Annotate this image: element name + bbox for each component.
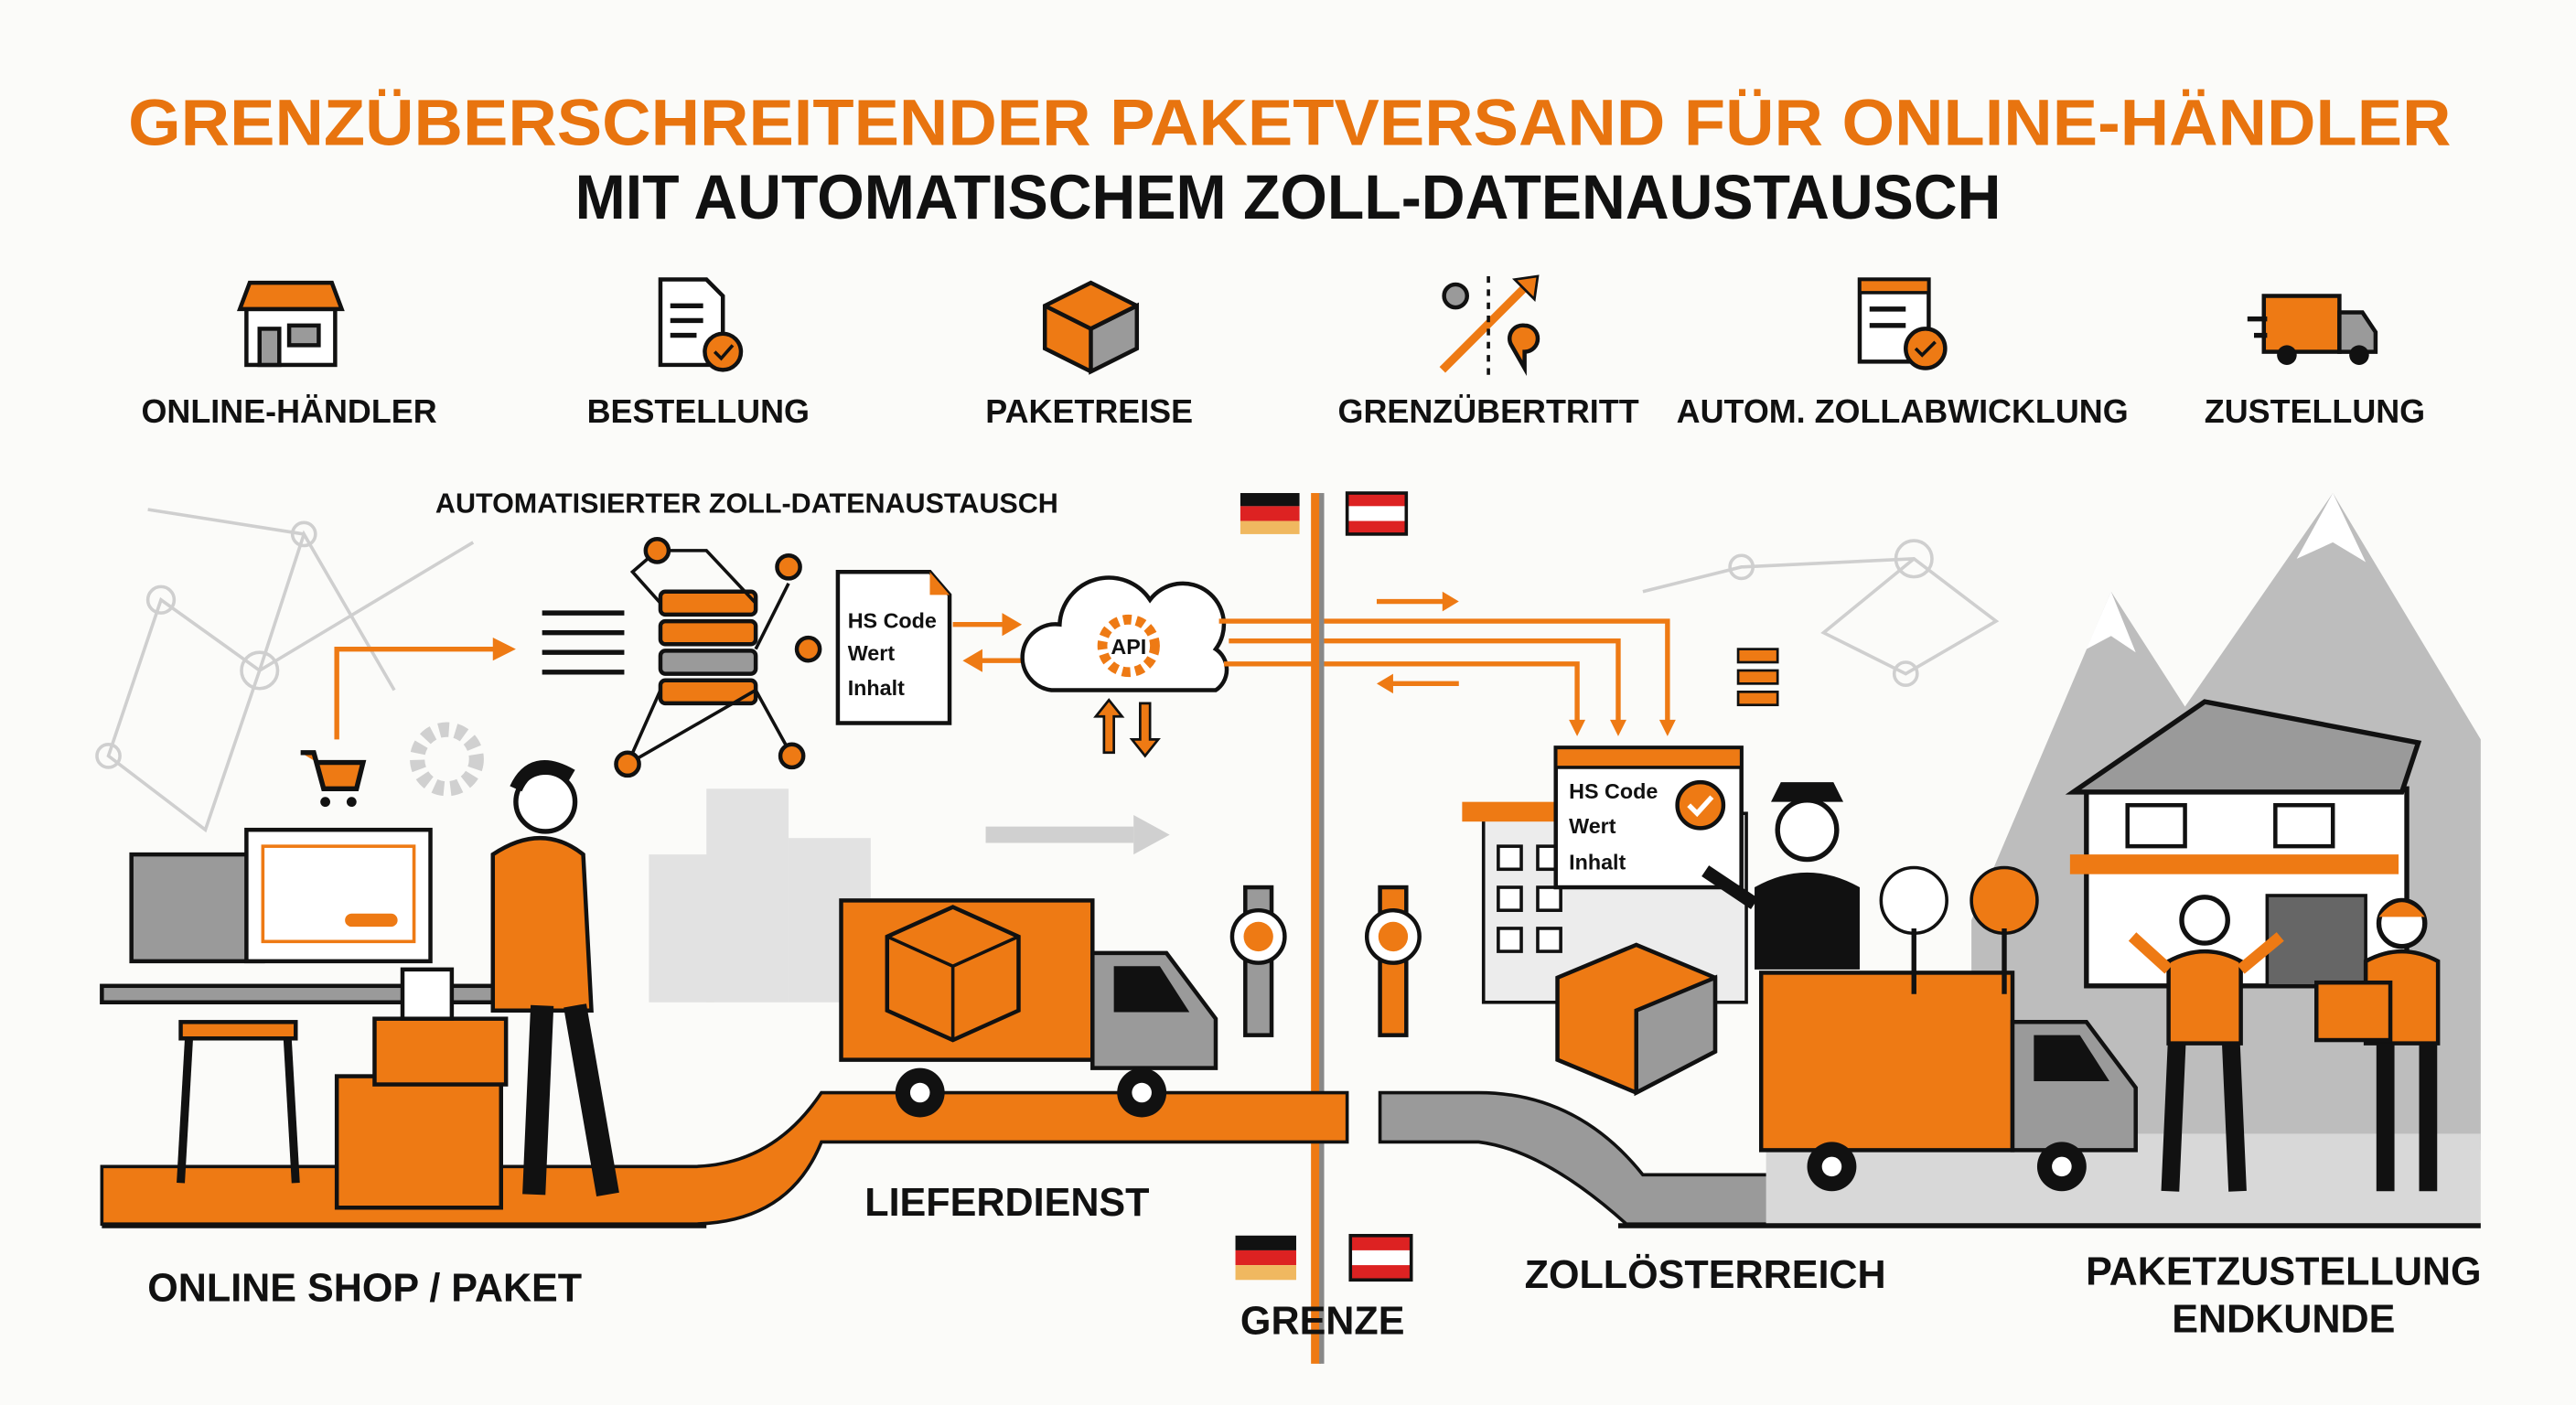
customer-woman xyxy=(2128,895,2284,1192)
sync-arrows-icon xyxy=(1093,698,1161,758)
packages-stack xyxy=(334,967,509,1210)
shop-icon xyxy=(236,280,345,368)
trees xyxy=(1879,865,2039,994)
step-label-online-haendler: ONLINE-HÄNDLER xyxy=(142,392,437,430)
flag-germany-bottom xyxy=(1235,1235,1296,1281)
house xyxy=(2065,699,2422,989)
customs-screen: HS Code Wert Inhalt xyxy=(1553,745,1744,890)
svg-text:HS Code: HS Code xyxy=(1569,779,1658,803)
step-label-zollabwicklung: AUTOM. ZOLLABWICKLUNG xyxy=(1677,392,2129,430)
customs-package xyxy=(1555,942,1718,1097)
step-label-paketreise: PAKETREISE xyxy=(985,392,1193,430)
city-skyline xyxy=(649,788,871,1003)
border-line xyxy=(1311,493,1321,1364)
courier xyxy=(2314,897,2441,1192)
label-lieferdienst: LIEFERDIENST xyxy=(864,1181,1149,1225)
gear-icon xyxy=(410,722,484,797)
step-label-zustellung: ZUSTELLUNG xyxy=(2205,392,2425,430)
api-cloud: API xyxy=(1020,575,1229,692)
customs-officer xyxy=(1701,782,1860,970)
package-icon xyxy=(1042,280,1140,375)
svg-text:Inhalt: Inhalt xyxy=(848,676,905,700)
svg-text:Wert: Wert xyxy=(848,641,896,665)
step-label-bestellung: BESTELLUNG xyxy=(587,392,810,430)
delivery-truck-2 xyxy=(1758,971,2138,1192)
label-online-shop: ONLINE SHOP / PAKET xyxy=(147,1267,582,1311)
delivery-truck-1 xyxy=(839,898,1218,1118)
data-exchange-heading: AUTOMATISIERTER ZOLL-DATENAUSTAUSCH xyxy=(435,488,1058,520)
delivery-truck-icon xyxy=(2247,294,2378,365)
svg-text:Inhalt: Inhalt xyxy=(1569,850,1626,874)
title-line-1: GRENZÜBERSCHREITENDER PAKETVERSAND FÜR O… xyxy=(128,86,2451,159)
shopping-cart-icon xyxy=(300,750,367,808)
customs-document: HS Code Wert Inhalt xyxy=(835,569,952,725)
border-checkpoints xyxy=(1229,885,1422,1037)
border-route-icon xyxy=(1439,274,1540,376)
label-grenze: GRENZE xyxy=(1240,1300,1405,1344)
label-paketzustellung: PAKETZUSTELLUNG xyxy=(2086,1250,2482,1294)
order-document-icon xyxy=(658,277,744,372)
server-stack-icon xyxy=(614,537,822,778)
title-line-2: MIT AUTOMATISCHEM ZOLL-DATENAUSTAUSCH xyxy=(575,163,2002,232)
label-endkunde: ENDKUNDE xyxy=(2172,1298,2395,1342)
customs-check-icon xyxy=(1857,277,1948,370)
svg-text:Wert: Wert xyxy=(1569,814,1616,838)
shop-workstation xyxy=(100,827,515,1184)
flag-germany-top xyxy=(1240,493,1300,534)
shop-worker xyxy=(490,759,619,1197)
server-small-icon xyxy=(1736,648,1779,707)
api-gear-icon xyxy=(1097,614,1160,678)
network-decoration xyxy=(95,508,2000,833)
check-icon xyxy=(1675,779,1726,831)
flag-austria-bottom xyxy=(1348,1233,1413,1282)
svg-text:HS Code: HS Code xyxy=(848,608,937,632)
step-label-grenzuebertritt: GRENZÜBERTRITT xyxy=(1338,392,1639,430)
data-input-arrows xyxy=(542,610,625,675)
flag-austria-top xyxy=(1345,491,1409,536)
label-zoll-oesterreich: ZOLLÖSTERREICH xyxy=(1525,1253,1886,1297)
svg-text:API: API xyxy=(1111,635,1146,659)
